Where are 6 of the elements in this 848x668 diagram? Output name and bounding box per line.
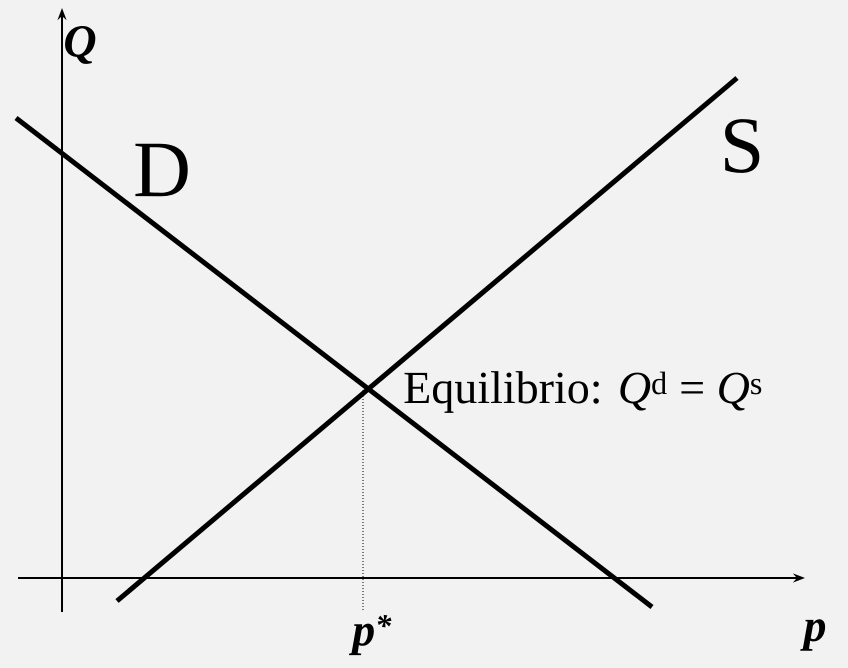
- curve-label: S: [725, 119, 760, 173]
- axis-label: p$^{*}$: [348, 614, 392, 656]
- curve-label: D: [135, 144, 188, 196]
- axis-label: Q: [65, 26, 96, 64]
- equilibrium-label: Equilibrio: Q$^{d}$ = Q$^{s}$: [404, 371, 762, 413]
- axis-label: p: [800, 619, 826, 651]
